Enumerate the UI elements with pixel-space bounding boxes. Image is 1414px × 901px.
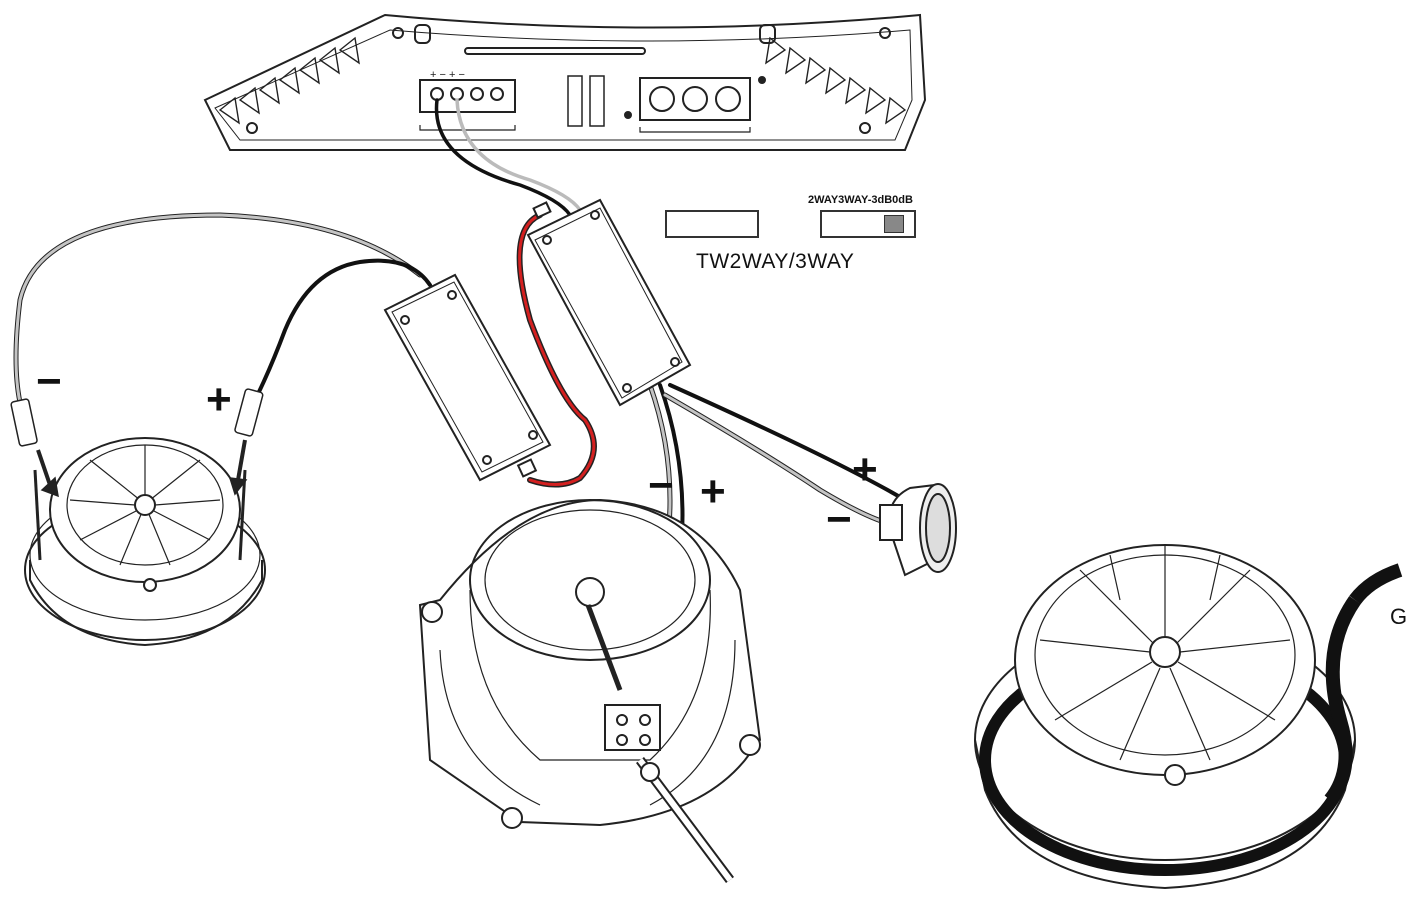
right-tweeter-plus-label: + [852,445,878,494]
left-tweeter-plus-label: + [206,375,232,424]
amp-power-terminals [639,77,751,133]
svg-text:+ − + −: + − + − [430,69,465,81]
switch-caption-label: TW2WAY/3WAY [696,250,855,273]
left-tweeter-speaker [24,437,266,647]
large-speaker [974,544,1403,890]
right-tweeter [879,483,957,577]
amp-heatsink-right [765,36,907,125]
tw-switch-blank [665,210,759,238]
switch-options-label: 2WAY3WAY-3dB0dB [808,194,913,206]
crossover-upper [526,198,692,407]
woofer-minus-label: − [648,461,674,510]
right-tweeter-minus-label: − [826,495,852,544]
left-tweeter-minus-label: − [36,357,62,406]
woofer-speaker [418,498,762,883]
wire-tag-label: G [1390,604,1408,629]
amp-heatsink-left [218,36,360,125]
woofer-plus-label: + [700,467,726,516]
left-tweeter-connectors [10,388,264,498]
amplifier: + − + − [203,13,927,151]
tw-switch [820,210,916,238]
tw-switch-knob [884,215,904,233]
crossover-lower [383,273,552,482]
